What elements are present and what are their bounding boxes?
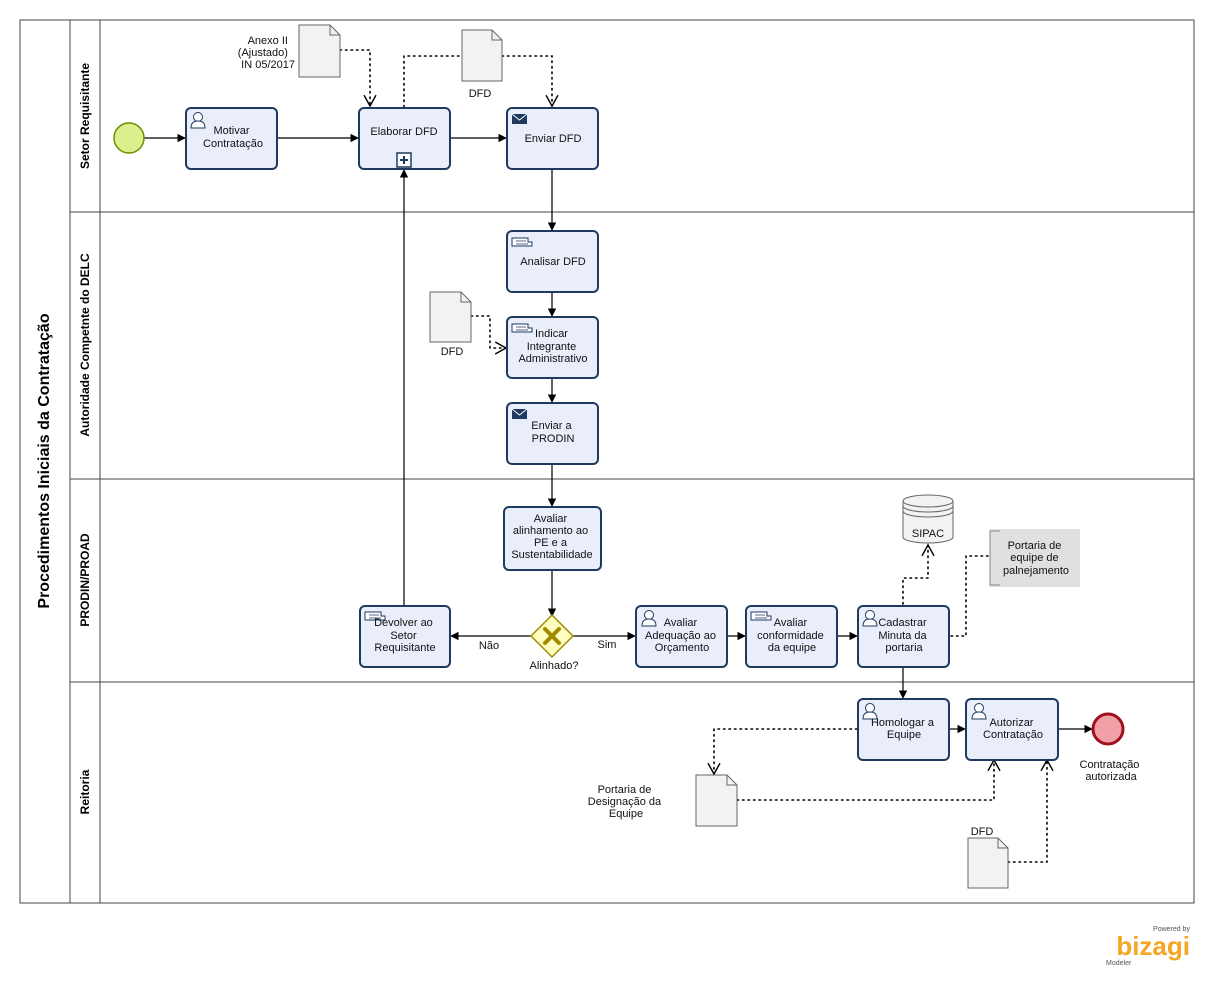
task-label: Motivar Contratação bbox=[203, 125, 263, 150]
modeler-text: Modeler bbox=[1106, 960, 1132, 967]
hand-icon bbox=[511, 323, 533, 333]
gateway-label: Alinhado? bbox=[530, 660, 579, 672]
task-label: Enviar DFD bbox=[525, 133, 582, 145]
exclusive-x-icon bbox=[543, 627, 561, 645]
task-label: Avaliar Adequação ao Orçamento bbox=[645, 617, 719, 654]
task-indicar-integrante[interactable]: Indicar Integrante Administrativo bbox=[506, 316, 599, 379]
lane-label-autoridade-delc: Autoridade Competnte do DELC bbox=[78, 253, 92, 437]
task-analisar-dfd[interactable]: Analisar DFD bbox=[506, 230, 599, 293]
task-cadastrar-minuta[interactable]: Cadastrar Minuta da portaria bbox=[857, 605, 950, 668]
gateway-alinhado[interactable] bbox=[529, 613, 575, 659]
task-avaliar-conformidade[interactable]: Avaliar conformidade da equipe bbox=[745, 605, 838, 668]
task-label: Analisar DFD bbox=[520, 256, 585, 268]
data-object-dfd-top-label: DFD bbox=[469, 88, 492, 100]
annotation-portaria-planejamento-label: Portaria de equipe de palnejamento bbox=[1003, 540, 1069, 577]
task-homologar-equipe[interactable]: Homologar a Equipe bbox=[857, 698, 950, 761]
data-store-sipac-label: SIPAC bbox=[912, 528, 944, 540]
user-icon bbox=[641, 610, 657, 627]
task-avaliar-alinhamento[interactable]: Avaliar alinhamento ao PE e a Sustentabi… bbox=[503, 506, 602, 571]
task-label: Avaliar conformidade da equipe bbox=[757, 617, 827, 654]
data-object-dfd-delc-label: DFD bbox=[441, 346, 464, 358]
pool-title: Procedimentos Iniciais da Contratação bbox=[36, 313, 53, 608]
gateway-no-label: Não bbox=[479, 640, 499, 652]
hand-icon bbox=[511, 237, 533, 247]
task-label: Indicar Integrante Administrativo bbox=[518, 328, 587, 365]
data-object-portaria-designacao[interactable] bbox=[695, 774, 738, 827]
task-label: Avaliar alinhamento ao PE e a Sustentabi… bbox=[511, 513, 592, 561]
task-enviar-prodin[interactable]: Enviar a PRODIN bbox=[506, 402, 599, 465]
brand-logo-text: bizagi bbox=[1116, 931, 1190, 961]
lane-label-prodin-proad: PRODIN/PROAD bbox=[78, 533, 92, 627]
task-motivar-contratacao[interactable]: Motivar Contratação bbox=[185, 107, 278, 170]
lane-label-reitoria: Reitoria bbox=[78, 769, 92, 814]
task-label: Autorizar Contratação bbox=[983, 717, 1043, 741]
lane-label-setor-requisitante: Setor Requisitante bbox=[78, 63, 92, 169]
end-event-label: Contratação autorizada bbox=[1080, 759, 1143, 783]
user-icon bbox=[862, 703, 878, 720]
hand-icon bbox=[364, 611, 386, 621]
powered-by-text: Powered by bbox=[1153, 926, 1190, 933]
end-event[interactable] bbox=[1091, 712, 1125, 746]
data-object-dfd-top[interactable] bbox=[461, 29, 503, 82]
data-store-sipac[interactable] bbox=[902, 494, 954, 544]
user-icon bbox=[190, 112, 206, 129]
data-object-anexo[interactable] bbox=[298, 24, 341, 78]
envelope-icon bbox=[511, 113, 528, 124]
task-devolver-setor[interactable]: Devolver ao Setor Requisitante bbox=[359, 605, 451, 668]
data-object-portaria-designacao-label: Portaria de Designação da Equipe bbox=[588, 784, 664, 820]
bizagi-logo: Powered by bizagi Modeler bbox=[1106, 926, 1190, 967]
data-object-anexo-label: Anexo II (Ajustado) IN 05/2017 bbox=[238, 35, 295, 71]
data-object-dfd-delc[interactable] bbox=[429, 291, 472, 343]
annotation-portaria-planejamento[interactable]: Portaria de equipe de palnejamento bbox=[989, 529, 1080, 587]
task-enviar-dfd[interactable]: Enviar DFD bbox=[506, 107, 599, 170]
user-icon bbox=[862, 610, 878, 627]
subprocess-plus-icon bbox=[396, 152, 412, 168]
task-label: Elaborar DFD bbox=[370, 126, 437, 138]
data-object-dfd-reitoria[interactable] bbox=[967, 837, 1009, 889]
task-avaliar-orcamento[interactable]: Avaliar Adequação ao Orçamento bbox=[635, 605, 728, 668]
sequence-flows bbox=[144, 133, 1093, 734]
hand-icon bbox=[750, 611, 772, 621]
gateway-yes-label: Sim bbox=[598, 639, 617, 651]
data-object-dfd-reitoria-label: DFD bbox=[971, 826, 994, 838]
task-label: Enviar a PRODIN bbox=[531, 420, 574, 445]
task-label: Homologar a Equipe bbox=[871, 717, 937, 741]
task-label: Cadastrar Minuta da portaria bbox=[878, 617, 929, 654]
envelope-icon bbox=[511, 408, 528, 419]
task-label: Devolver ao Setor Requisitante bbox=[374, 617, 436, 654]
associations bbox=[339, 49, 1054, 863]
task-autorizar-contratacao[interactable]: Autorizar Contratação bbox=[965, 698, 1059, 761]
user-icon bbox=[971, 703, 987, 720]
task-elaborar-dfd[interactable]: Elaborar DFD bbox=[358, 107, 451, 170]
start-event[interactable] bbox=[113, 122, 145, 154]
